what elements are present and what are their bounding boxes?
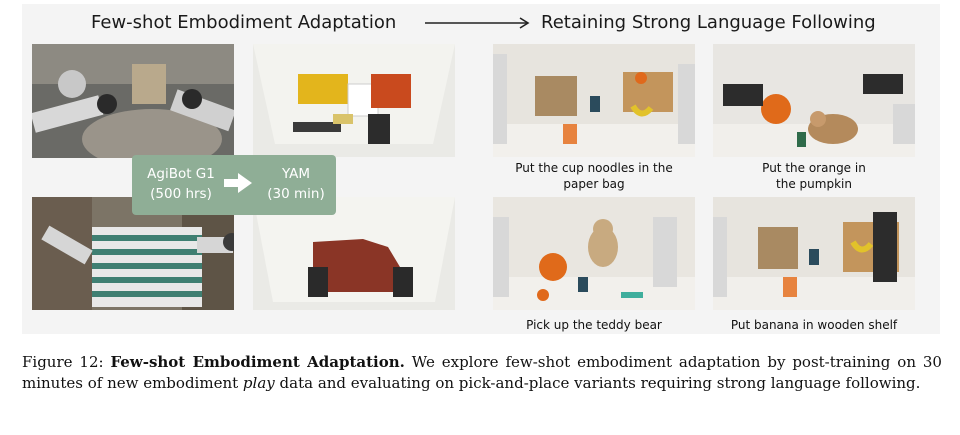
task-photo-teddy-bear [493, 197, 695, 310]
shirt-folding-photo [32, 197, 234, 310]
yam-bins-photo [253, 44, 455, 157]
source-embodiment-hours: (500 hrs) [150, 186, 212, 202]
task-photo-cup-noodles [493, 44, 695, 157]
figure-caption: Figure 12: Few-shot Embodiment Adaptatio… [22, 352, 942, 394]
embodiment-transfer-badge: AgiBot G1 (500 hrs) YAM (30 min) [132, 155, 336, 215]
source-embodiment-label: AgiBot G1 (500 hrs) [142, 164, 220, 204]
figure-caption-title: Few-shot Embodiment Adaptation. [110, 353, 405, 371]
task-caption-line: Put banana in wooden shelf [730, 318, 898, 332]
source-embodiment-name: AgiBot G1 [147, 166, 215, 182]
target-embodiment-name: YAM [281, 166, 311, 182]
figure-caption-text-end: data and evaluating on pick-and-place va… [279, 374, 921, 392]
figure-caption-text: We explore few-shot embodiment adaptatio… [22, 353, 942, 392]
target-embodiment-minutes: (30 min) [267, 186, 325, 202]
figure-caption-italic: play [242, 374, 275, 392]
task-caption-line: the pumpkin [776, 177, 852, 191]
yam-shirt-photo [253, 197, 455, 310]
agibot-robot-photo [32, 44, 234, 158]
task-photo-banana-shelf [713, 197, 915, 310]
task-caption-line: Put the cup noodles in the [515, 161, 673, 175]
task-caption-banana-shelf: Put banana in wooden shelf [709, 317, 919, 333]
task-caption-cup-noodles: Put the cup noodles in the paper bag [489, 160, 699, 192]
task-caption-line: Put the orange in [762, 161, 866, 175]
task-caption-line: Pick up the teddy bear [526, 318, 662, 332]
task-caption-teddy-bear: Pick up the teddy bear [489, 317, 699, 333]
right-arrow-icon [224, 173, 252, 193]
right-section-title: Retaining Strong Language Following [541, 12, 876, 33]
long-arrow-icon [425, 17, 530, 29]
left-section-title: Few-shot Embodiment Adaptation [91, 12, 397, 33]
figure-label: Figure 12: [22, 353, 104, 371]
task-photo-orange-pumpkin [713, 44, 915, 157]
target-embodiment-label: YAM (30 min) [256, 164, 336, 204]
task-caption-line: paper bag [563, 177, 625, 191]
task-caption-orange-pumpkin: Put the orange in the pumpkin [709, 160, 919, 192]
